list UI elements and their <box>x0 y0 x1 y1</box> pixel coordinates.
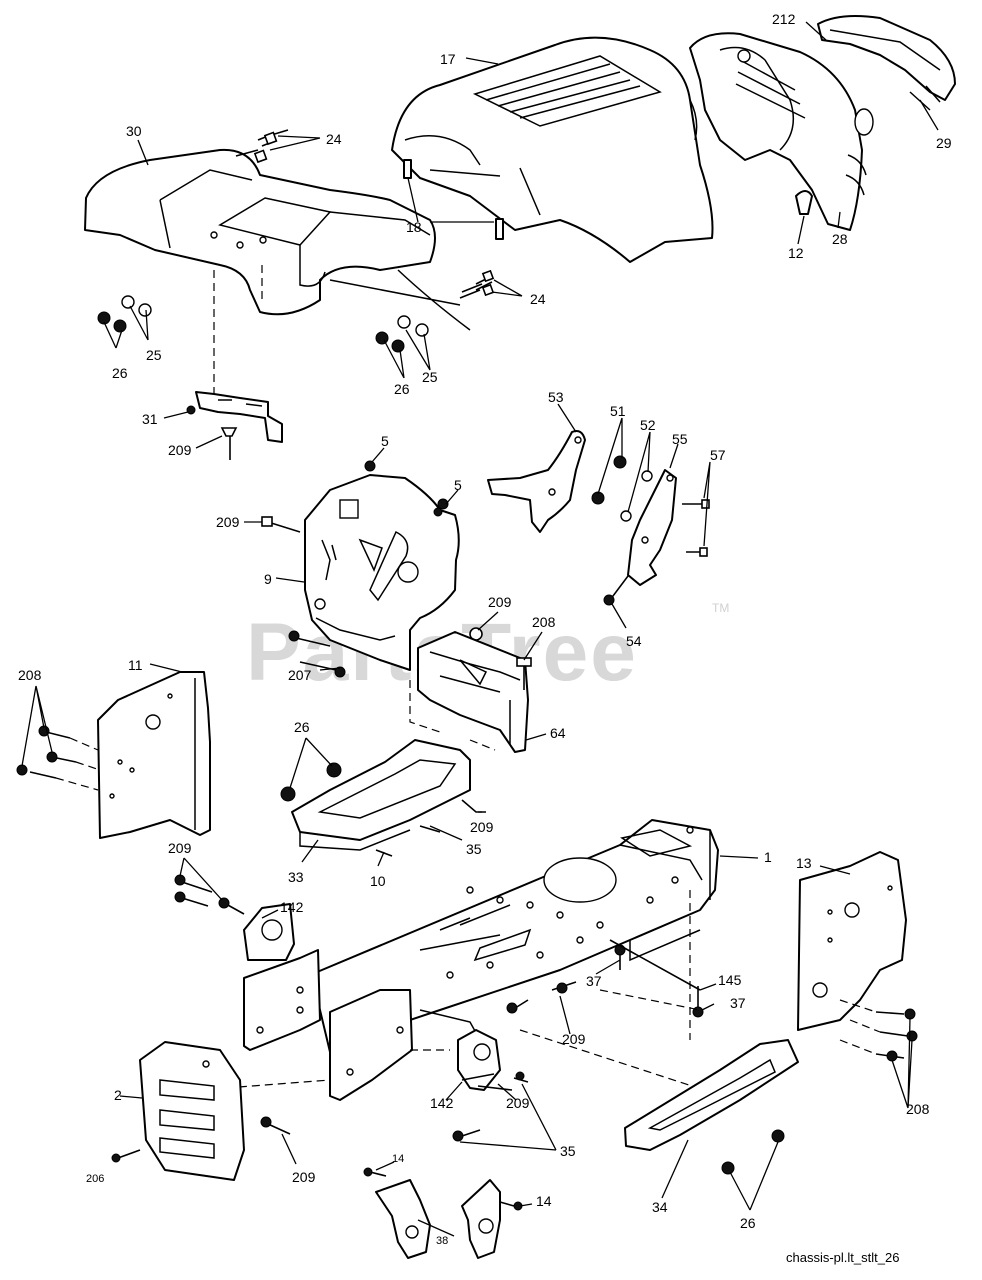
bracket-142-right-part[interactable] <box>457 1029 501 1091</box>
callout-64: 64 <box>550 725 566 741</box>
leader-lines <box>21 21 939 1237</box>
callout-142-left: 142 <box>280 899 304 915</box>
callout-25-right: 25 <box>422 369 438 385</box>
hood-part[interactable] <box>391 36 714 263</box>
callout-17: 17 <box>440 51 456 67</box>
callout-33: 33 <box>288 869 304 885</box>
callout-209-lower: 209 <box>506 1095 530 1111</box>
callout-212: 212 <box>772 11 796 27</box>
fender-hardware-25-26[interactable] <box>97 295 429 353</box>
callout-208-mid: 208 <box>532 614 556 630</box>
callout-30: 30 <box>126 123 142 139</box>
callout-24-right: 24 <box>530 291 546 307</box>
callout-206: 206 <box>86 1173 104 1185</box>
callout-34: 34 <box>652 1199 668 1215</box>
callout-209-bracket: 209 <box>168 442 192 458</box>
side-plate-11-part[interactable] <box>97 671 211 839</box>
callout-51: 51 <box>610 403 626 419</box>
hood-clip-part[interactable] <box>403 159 504 240</box>
callout-12: 12 <box>788 245 804 261</box>
side-plate-13-part[interactable] <box>797 851 907 1031</box>
bracket-53-part[interactable] <box>487 430 586 533</box>
hood-latch-part[interactable] <box>795 190 813 215</box>
callout-35-bottom: 35 <box>560 1143 576 1159</box>
callout-57: 57 <box>710 447 726 463</box>
callout-207: 207 <box>288 667 312 683</box>
callout-26-right: 26 <box>394 381 410 397</box>
fender-part[interactable] <box>84 148 471 331</box>
lower-bracket-38-part[interactable] <box>375 1179 501 1259</box>
bracket-142-left-part[interactable] <box>243 903 295 961</box>
dash-panel-part[interactable] <box>304 474 460 671</box>
watermark-trademark: TM <box>712 601 729 615</box>
lower-dash-part[interactable] <box>409 631 532 753</box>
callout-208-right: 208 <box>906 1101 930 1117</box>
footrest-33-part[interactable] <box>280 739 486 857</box>
callout-5-right: 5 <box>454 477 462 493</box>
callout-24-top: 24 <box>326 131 342 147</box>
callout-209-left: 209 <box>168 840 192 856</box>
callout-10: 10 <box>370 873 386 889</box>
hardware-51-52-57-54[interactable] <box>591 455 710 606</box>
callout-209-dash: 209 <box>216 514 240 530</box>
callout-55: 55 <box>672 431 688 447</box>
dash-panel-screws[interactable] <box>261 460 483 678</box>
front-bracket-2-part[interactable] <box>111 1041 291 1181</box>
callout-31: 31 <box>142 411 158 427</box>
front-plate-left-part[interactable] <box>243 949 321 1051</box>
screws-209-35-center[interactable] <box>452 999 529 1142</box>
callout-208-left: 208 <box>18 667 42 683</box>
callout-52: 52 <box>640 417 656 433</box>
callout-38: 38 <box>436 1235 448 1247</box>
callout-35-top: 35 <box>466 841 482 857</box>
fender-bolts-24[interactable] <box>235 129 495 299</box>
callout-25-left: 25 <box>146 347 162 363</box>
callout-13: 13 <box>796 855 812 871</box>
callout-18: 18 <box>406 219 422 235</box>
bracket-31-part[interactable] <box>186 391 283 460</box>
screw-209[interactable] <box>220 427 238 437</box>
callout-54: 54 <box>626 633 642 649</box>
callout-29: 29 <box>936 135 952 151</box>
callout-14-right: 14 <box>536 1193 552 1209</box>
callout-209-mid: 209 <box>488 594 512 610</box>
callout-26-bottom: 26 <box>740 1215 756 1231</box>
reference-label: chassis-pl.lt_stlt_26 <box>786 1250 899 1265</box>
callout-145: 145 <box>718 972 742 988</box>
callout-28: 28 <box>832 231 848 247</box>
screws-209-left[interactable] <box>174 874 245 915</box>
callout-1: 1 <box>764 849 772 865</box>
callout-209-front: 209 <box>292 1169 316 1185</box>
grille-part[interactable] <box>689 32 874 231</box>
callout-53: 53 <box>548 389 564 405</box>
footrest-34-part[interactable] <box>624 1039 799 1175</box>
callout-37-right: 37 <box>730 995 746 1011</box>
side-plate-11-bolts[interactable] <box>16 725 77 779</box>
callout-9: 9 <box>264 571 272 587</box>
callout-5-top: 5 <box>381 433 389 449</box>
callout-142-right: 142 <box>430 1095 454 1111</box>
callout-26-footrest: 26 <box>294 719 310 735</box>
callout-37-left: 37 <box>586 973 602 989</box>
callout-11: 11 <box>128 657 143 673</box>
callout-2: 2 <box>114 1087 122 1103</box>
callouts: 17 212 29 28 12 18 30 24 24 25 26 25 26 … <box>18 11 952 1247</box>
bracket-55-part[interactable] <box>627 469 677 586</box>
callout-209-center: 209 <box>562 1031 586 1047</box>
callout-14-left: 14 <box>392 1153 404 1165</box>
callout-209-footrest: 209 <box>470 819 494 835</box>
callout-26-left: 26 <box>112 365 128 381</box>
